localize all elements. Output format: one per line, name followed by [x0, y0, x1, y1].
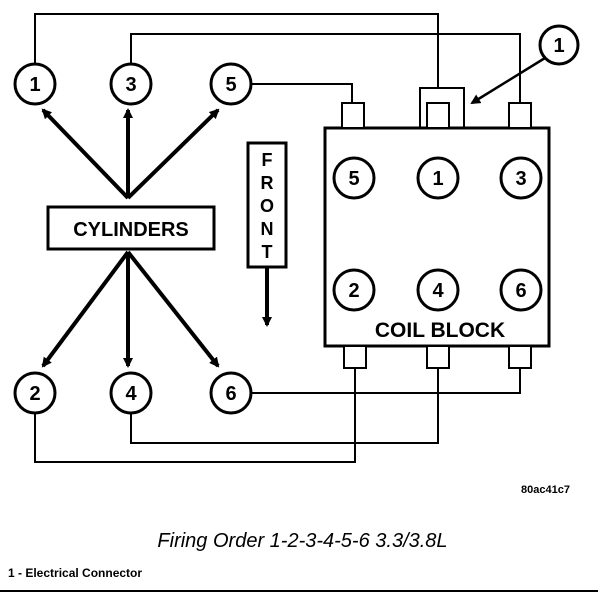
- front-letter-o: O: [260, 196, 274, 216]
- cylinder-1-number: 1: [29, 74, 40, 96]
- front-letter-t: T: [262, 242, 273, 262]
- coil-1-number: 1: [432, 168, 443, 190]
- figure-code: 80ac41c7: [521, 484, 570, 496]
- callout-1: 1: [470, 24, 580, 105]
- front-indicator: F R O N T: [246, 141, 288, 327]
- coil-2-number: 2: [348, 280, 359, 302]
- cylinder-3-number: 3: [125, 74, 136, 96]
- bottom-divider: [0, 590, 598, 592]
- wiring: [34, 13, 521, 463]
- cylinder-arrows: [41, 108, 220, 368]
- coil-4-number: 4: [432, 280, 444, 302]
- coil-block-label: COIL BLOCK: [375, 319, 505, 342]
- cylinder-5-number: 5: [225, 74, 236, 96]
- callout-1-number: 1: [553, 35, 564, 57]
- legend-item-1: 1 - Electrical Connector: [8, 566, 143, 580]
- cylinders-label-box: CYLINDERS: [46, 205, 216, 251]
- front-letter-n: N: [261, 219, 274, 239]
- top-cylinders: 1 3 5: [13, 62, 253, 106]
- coil-6-number: 6: [515, 280, 526, 302]
- figure-caption: Firing Order 1-2-3-4-5-6 3.3/3.8L: [157, 530, 448, 552]
- cylinder-2-number: 2: [29, 383, 40, 405]
- coil-3-number: 3: [515, 168, 526, 190]
- front-letter-f: F: [262, 150, 273, 170]
- cylinder-6-number: 6: [225, 383, 236, 405]
- cylinder-4-number: 4: [125, 383, 137, 405]
- bottom-cylinders: 2 4 6: [13, 371, 253, 415]
- coil-circles: 5 1 3 2 4 6: [332, 156, 543, 312]
- cylinders-label: CYLINDERS: [73, 219, 189, 241]
- coil-5-number: 5: [348, 168, 359, 190]
- front-letter-r: R: [261, 173, 274, 193]
